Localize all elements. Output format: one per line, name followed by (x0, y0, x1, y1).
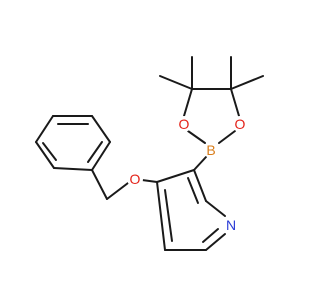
bond-ph-5-6 (91, 115, 111, 143)
bond-c2-o2 (230, 88, 240, 117)
bond-ch2-ph (91, 169, 108, 200)
bond-c2-me-right (230, 75, 264, 90)
bond-c1-o1 (183, 88, 193, 117)
bond-ph-1-2 (53, 167, 93, 171)
bond-b-c3 (193, 156, 207, 171)
bond-c5-c4 (156, 181, 166, 251)
bond-ph-6-1 (91, 141, 111, 171)
bond-c4-o (141, 179, 158, 183)
bond-c3-c2py (193, 169, 207, 202)
bonds (35, 56, 264, 251)
bond-c3-c4 (156, 169, 195, 183)
bond-ph-2-3-inner (42, 142, 57, 161)
bond-ph-6-1-inner (87, 141, 103, 163)
bond-o-ch2 (106, 182, 129, 200)
bond-o1-b (187, 130, 206, 144)
bond-o2-b (218, 130, 236, 144)
atom-boron: B (206, 142, 215, 158)
bond-ph-3-4 (35, 115, 54, 143)
bond-n-c6-inner (202, 228, 219, 243)
bond-c5-c4-inner (164, 189, 173, 242)
atom-nitrogen: N (226, 217, 236, 233)
atom-o-ring-right: O (235, 116, 246, 132)
atom-o-ether: O (130, 171, 141, 187)
bond-c3-c2py-inner (187, 177, 199, 204)
atom-labels: O O B O N (127, 116, 248, 233)
structure-diagram: O O B O N (35, 56, 264, 251)
bond-n-c6 (205, 233, 226, 251)
bond-c1-me-left (159, 75, 193, 90)
bond-c2py-n (205, 200, 226, 217)
atom-o-ring-left: O (179, 116, 190, 132)
bond-ph-2-3 (35, 141, 55, 169)
